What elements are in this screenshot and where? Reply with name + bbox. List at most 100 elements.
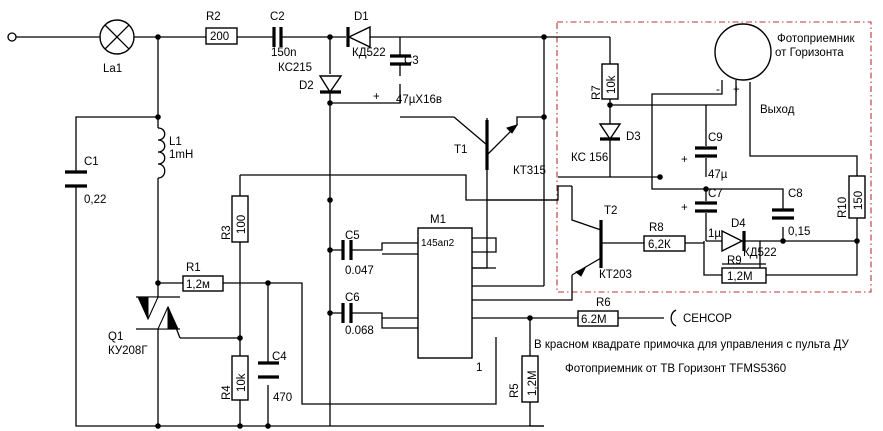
c8-value: 0,15	[788, 226, 810, 238]
r1-ref: R1	[186, 262, 201, 274]
r6-value: 6.2М	[581, 314, 607, 326]
c6-value: 0.068	[345, 325, 374, 337]
resistor-r1: R1 1,2м	[182, 262, 224, 292]
r9-ref: R9	[727, 255, 742, 267]
remote-addon-frame	[556, 21, 872, 293]
capacitor-c7: C7 + 1µ	[681, 188, 723, 240]
t1-part: КТ315	[513, 165, 546, 177]
r4-value: 10k	[236, 373, 248, 392]
sensor-label: СЕНСОР	[683, 313, 732, 325]
resistor-r2: R2 200	[205, 11, 238, 45]
capacitor-c9: C9 + 47µ	[681, 132, 728, 181]
r5-ref: R5	[509, 383, 521, 398]
r3-ref: R3	[221, 225, 233, 240]
c7-value: 1µ	[708, 228, 721, 240]
diode-d4: D4 КД522	[721, 218, 777, 259]
note-red-frame: В красном квадрате примочка для управлен…	[534, 339, 850, 351]
photo-output: Выход	[760, 104, 795, 116]
m1-part: 145ап2	[421, 238, 455, 249]
transistor-t2: T2 КТ203	[575, 205, 632, 281]
resistor-r7: 10k R7	[591, 63, 619, 100]
photo-plus: +	[733, 84, 740, 96]
inductor-l1: L1 1mH	[157, 127, 193, 179]
resistor-r10: 150 R10	[837, 175, 866, 219]
capacitor-c8: C8 0,15	[772, 188, 810, 238]
photodetector: Фотоприемник от Горизонта - + Выход	[714, 23, 856, 116]
capacitor-c3: C3 + 47µX16в	[373, 54, 442, 106]
lamp-la1: La1	[99, 19, 135, 75]
zener-d3: D3 КС 156	[571, 123, 641, 164]
d2-ref: D2	[299, 80, 314, 92]
t1-ref: T1	[454, 144, 467, 156]
c8-ref: C8	[788, 188, 803, 200]
c1-value: 0,22	[84, 194, 106, 206]
capacitor-c2: C2 150n	[270, 11, 297, 59]
ic-m1: M1 145ап2 1	[417, 214, 482, 374]
r10-value: 150	[853, 191, 865, 210]
d4-part: КД522	[743, 247, 777, 259]
c9-ref: C9	[708, 132, 723, 144]
zener-d2: КС215 D2	[278, 62, 343, 94]
c9-plus: +	[681, 154, 688, 166]
c3-value: 47µX16в	[396, 94, 442, 106]
m1-pin1: 1	[476, 362, 482, 374]
r2-ref: R2	[206, 11, 221, 23]
d3-ref: D3	[626, 131, 641, 143]
junctions	[7, 32, 860, 429]
m1-ref: M1	[430, 214, 446, 226]
capacitor-c6: C6 0.068	[341, 292, 374, 337]
q1-part: КУ208Г	[108, 345, 148, 357]
d3-part: КС 156	[571, 152, 608, 164]
d4-ref: D4	[731, 218, 746, 230]
q1-ref: Q1	[108, 331, 123, 343]
r8-value: 6,2К	[648, 239, 671, 251]
r3-value: 100	[236, 215, 248, 234]
r8-ref: R8	[649, 222, 664, 234]
l1-value: 1mH	[169, 149, 193, 161]
c4-value: 470	[273, 392, 292, 404]
c9-value: 47µ	[708, 169, 728, 181]
sensor-terminal: СЕНСОР	[670, 309, 732, 327]
photo-minus: -	[716, 84, 720, 96]
l1-ref: L1	[169, 136, 182, 148]
photo-title-1: Фотоприемник	[777, 33, 856, 45]
d1-ref: D1	[354, 11, 369, 23]
r7-value: 10k	[606, 75, 618, 94]
resistor-r5: 1,2М R5	[509, 355, 539, 403]
resistor-r9: R9 1,2М	[721, 255, 767, 284]
d2-part: КС215	[278, 62, 312, 74]
r5-value: 1,2М	[527, 370, 539, 396]
c1-ref: C1	[84, 156, 99, 168]
c5-value: 0.047	[345, 265, 374, 277]
c6-ref: C6	[345, 292, 360, 304]
la1-label: La1	[103, 63, 122, 75]
c7-plus: +	[681, 202, 688, 214]
resistor-r4: 10k R4	[221, 355, 249, 401]
resistor-r3: 100 R3	[221, 195, 249, 243]
c2-ref: C2	[270, 11, 285, 23]
resistor-r6: R6 6.2М	[577, 297, 619, 327]
c2-value: 150n	[271, 47, 297, 59]
r4-ref: R4	[221, 385, 233, 400]
diode-d1: D1 КД522	[346, 11, 386, 59]
t2-part: КТ203	[599, 269, 632, 281]
photo-title-2: от Горизонта	[775, 47, 844, 59]
r1-value: 1,2м	[186, 279, 210, 291]
r9-value: 1,2М	[727, 271, 753, 283]
c5-ref: C5	[345, 230, 360, 242]
r7-ref: R7	[591, 85, 603, 100]
r2-value: 200	[210, 31, 229, 43]
resistor-r8: R8 6,2К	[643, 222, 686, 252]
d1-part: КД522	[352, 47, 386, 59]
t2-ref: T2	[604, 205, 617, 217]
c4-ref: C4	[272, 351, 287, 363]
capacitor-c4: C4 470	[258, 351, 292, 404]
triac-q1: Q1 КУ208Г	[108, 296, 181, 357]
capacitor-c5: C5 0.047	[341, 230, 374, 277]
r6-ref: R6	[596, 297, 611, 309]
notes: В красном квадрате примочка для управлен…	[534, 339, 850, 375]
r10-ref: R10	[837, 197, 849, 218]
transistor-t1: T1 КТ315	[454, 120, 546, 177]
note-photodetector: Фотоприемник от ТВ Горизонт TFMS5360	[565, 363, 786, 375]
